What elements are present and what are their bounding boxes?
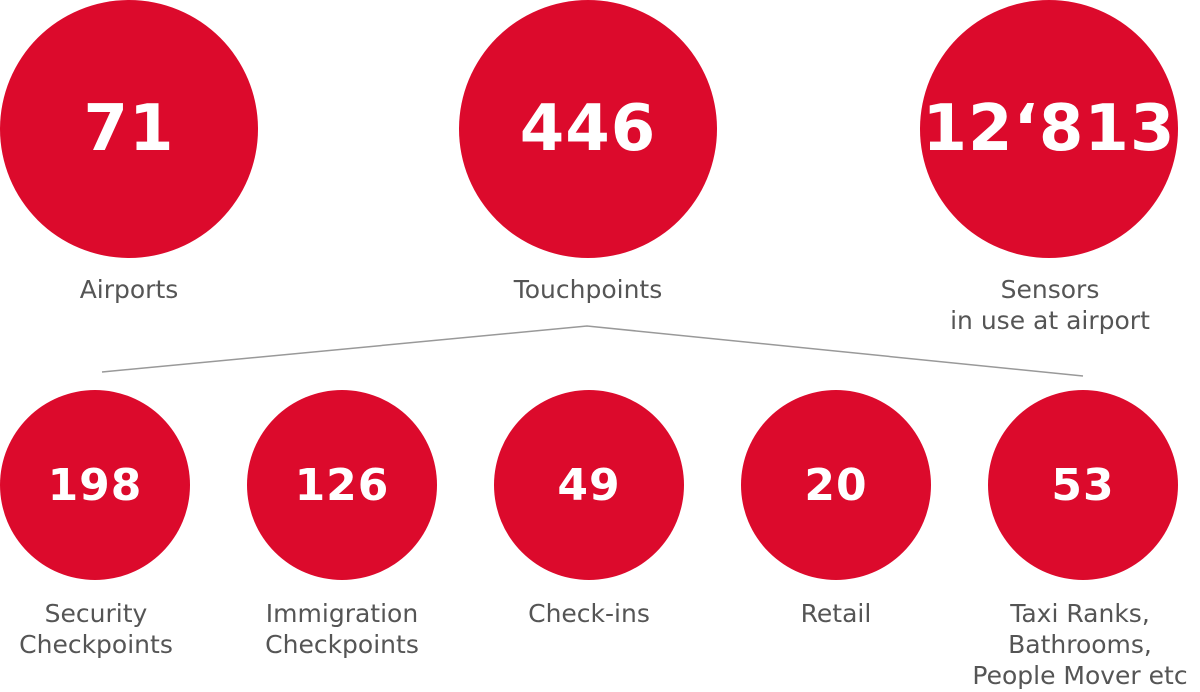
sensors-circle: 12‘813 <box>920 0 1178 258</box>
check-ins-circle: 49 <box>494 390 684 580</box>
security-checkpoints-circle: 198 <box>0 390 190 580</box>
taxi-ranks-label: Taxi Ranks, Bathrooms, People Mover etc <box>972 599 1188 690</box>
retail-value: 20 <box>804 459 868 511</box>
airports-value: 71 <box>83 92 175 166</box>
security-checkpoints-value: 198 <box>47 459 143 511</box>
airports-label: Airports <box>79 275 179 304</box>
sensors-label: Sensors in use at airport <box>950 275 1150 335</box>
touchpoints-circle: 446 <box>459 0 717 258</box>
check-ins-value: 49 <box>557 459 621 511</box>
retail-label: Retail <box>800 599 872 628</box>
immigration-checkpoints-label: Immigration Checkpoints <box>265 599 419 659</box>
check-ins-label: Check-ins <box>528 599 650 628</box>
taxi-ranks-circle: 53 <box>988 390 1178 580</box>
immigration-checkpoints-circle: 126 <box>247 390 437 580</box>
sensors-value: 12‘813 <box>922 92 1176 166</box>
immigration-checkpoints-value: 126 <box>294 459 390 511</box>
taxi-ranks-value: 53 <box>1051 459 1115 511</box>
security-checkpoints-label: Security Checkpoints <box>19 599 173 659</box>
airports-circle: 71 <box>0 0 258 258</box>
retail-circle: 20 <box>741 390 931 580</box>
touchpoints-value: 446 <box>519 92 657 166</box>
touchpoints-label: Touchpoints <box>513 275 663 304</box>
